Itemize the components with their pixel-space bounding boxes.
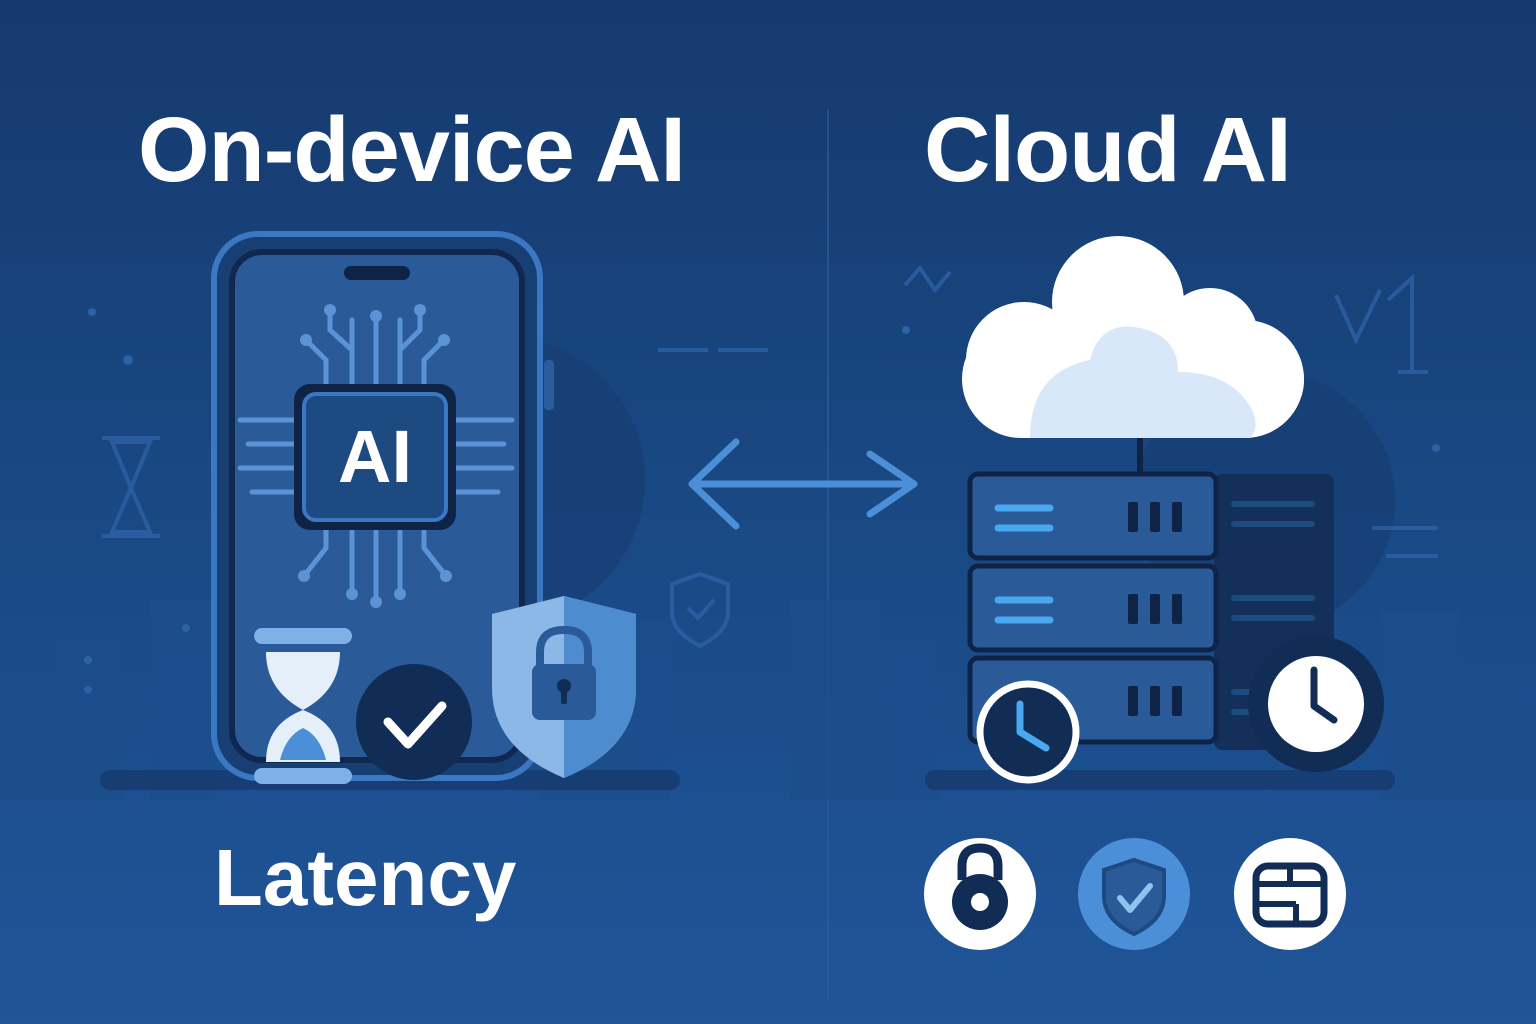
hourglass-icon xyxy=(254,628,352,784)
circuit-nodes xyxy=(298,304,452,608)
cloud-ai-title: Cloud AI xyxy=(924,99,1292,201)
bg-decorations xyxy=(102,264,1438,649)
network-circle-icon xyxy=(1234,838,1346,950)
check-circle-icon xyxy=(356,664,472,780)
shield-check-circle-icon xyxy=(1078,838,1190,950)
on-device-ai-title: On-device AI xyxy=(138,99,686,201)
latency-label: Latency xyxy=(214,833,517,922)
clock-icon-small xyxy=(976,680,1080,784)
cloud-icon xyxy=(962,236,1304,438)
clock-icon xyxy=(1248,636,1384,772)
ai-chip-icon xyxy=(294,384,456,530)
ai-chip-label: AI xyxy=(338,415,412,498)
lock-circle-icon xyxy=(924,838,1036,950)
circuit-traces xyxy=(237,307,515,603)
shield-lock-icon xyxy=(492,596,636,778)
